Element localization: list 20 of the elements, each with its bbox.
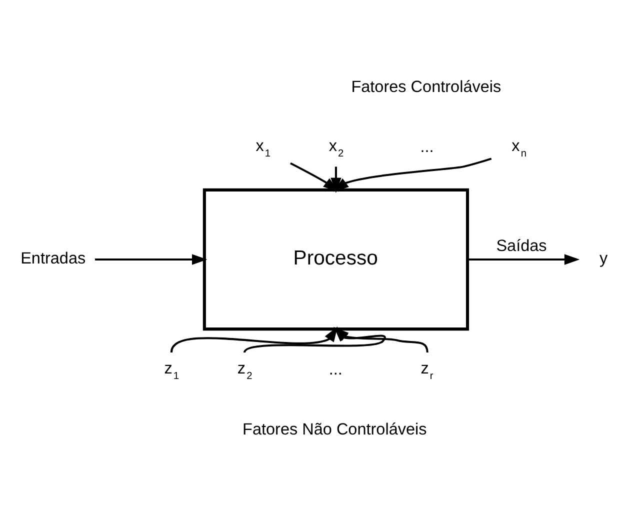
label: Fatores Não Controláveis	[242, 420, 427, 439]
arrow	[468, 254, 580, 265]
node-box: Processo	[202, 188, 470, 331]
arrow	[330, 166, 342, 193]
node-text: y	[600, 249, 608, 268]
arrow	[290, 162, 338, 192]
label: ...	[420, 138, 434, 156]
label: ...	[328, 360, 342, 379]
node-text: z$_{1}$	[164, 360, 180, 382]
node-text: x$_{1}$	[256, 137, 271, 160]
edge-label: Saídas	[496, 237, 547, 256]
node-text: x$_{n}$	[512, 137, 526, 160]
arrow	[170, 326, 338, 353]
arrow	[334, 158, 492, 192]
node-text: x$_{2}$	[328, 137, 344, 160]
node-text: z$_{2}$	[237, 360, 252, 382]
node-text: Entradas	[20, 249, 86, 268]
label: Fatores Controláveis	[351, 78, 502, 96]
arrow	[94, 254, 208, 265]
node-text: z$_{r}$	[420, 360, 434, 382]
